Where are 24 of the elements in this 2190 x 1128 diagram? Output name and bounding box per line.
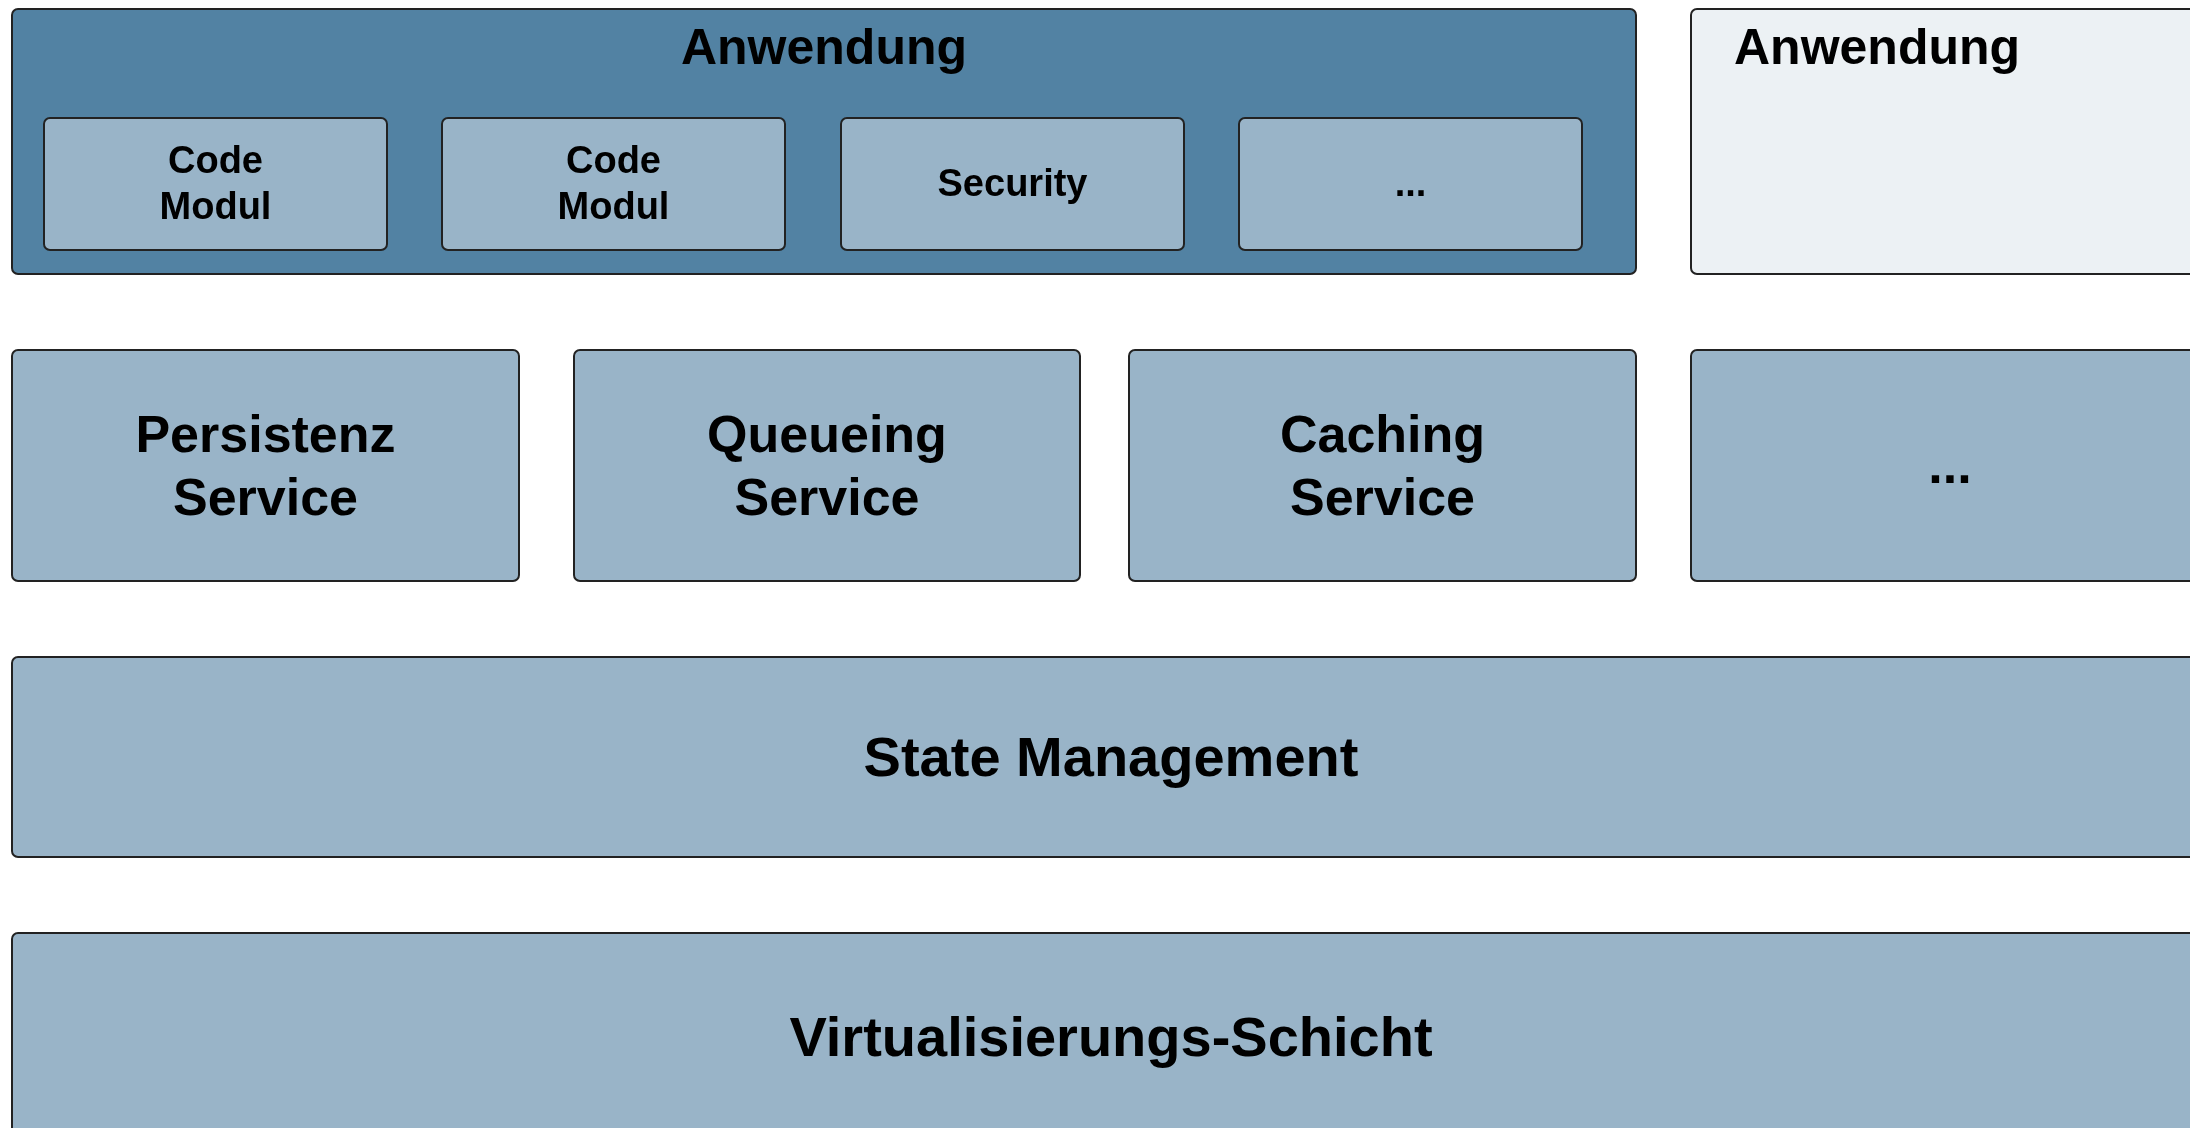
component-label: ... [1394, 161, 1427, 207]
component-box [43, 117, 388, 251]
component-label: Virtualisierungs-Schicht [789, 1004, 1433, 1071]
component-box [1238, 117, 1583, 251]
layer-panel [1690, 8, 2190, 275]
component-label: Queueing Service [706, 404, 948, 528]
component-box [11, 932, 2190, 1128]
component-label: State Management [863, 724, 1359, 791]
layer-title: Anwendung [1734, 18, 2021, 76]
component-label: Caching Service [1278, 404, 1487, 528]
layer-panel [11, 8, 1637, 275]
component-label: ... [1928, 435, 1972, 497]
component-box [840, 117, 1185, 251]
component-label: Security [937, 161, 1088, 207]
component-label: Code Modul [158, 138, 273, 229]
layer-title: Anwendung [680, 18, 968, 76]
component-box [1690, 349, 2190, 582]
component-label: Code Modul [556, 138, 671, 229]
component-box [11, 349, 520, 582]
component-box [11, 656, 2190, 858]
component-box [441, 117, 786, 251]
component-label: Persistenz Service [134, 404, 397, 528]
component-box [1128, 349, 1637, 582]
component-box [573, 349, 1081, 582]
